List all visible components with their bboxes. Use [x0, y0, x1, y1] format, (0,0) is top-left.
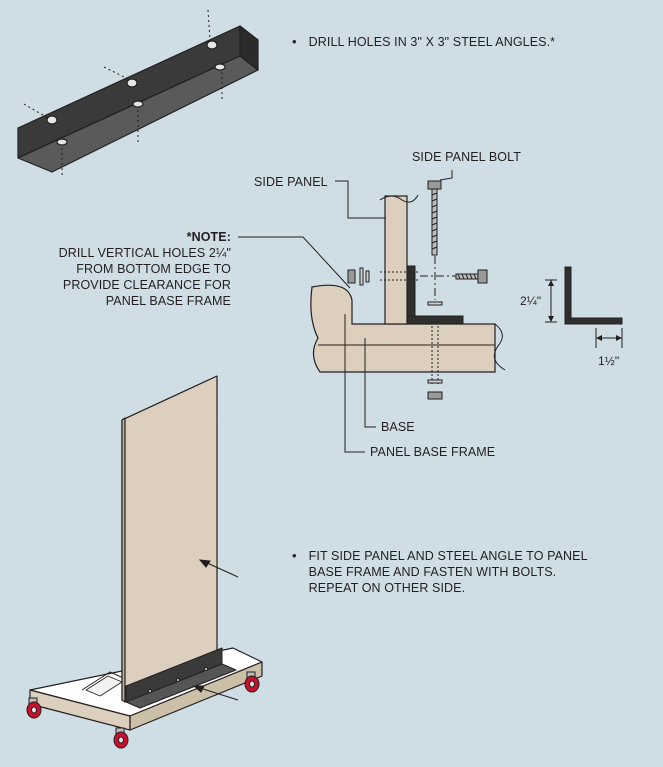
vertical-hole-lines — [380, 271, 439, 385]
angle-dimension-detail — [545, 266, 623, 348]
caster-wheel-icon — [26, 671, 260, 749]
steel-angle-mounted — [125, 647, 237, 709]
drill-hole — [214, 63, 226, 71]
side-panel-large — [121, 375, 218, 703]
side-panel-bolt-icon — [427, 180, 442, 256]
bullet-icon: • — [292, 548, 297, 563]
step-1-instruction: • DRILL HOLES IN 3" X 3" STEEL ANGLES.* — [292, 34, 555, 50]
dimension-width: 1½" — [598, 354, 620, 368]
base-cross-section — [310, 284, 506, 373]
drill-guide-lines — [23, 9, 223, 178]
label-side-panel-bolt: SIDE PANEL BOLT — [412, 150, 521, 164]
drill-hole — [126, 78, 138, 88]
note-title: *NOTE: — [186, 230, 231, 244]
drill-hole — [206, 40, 218, 50]
drill-hole — [46, 115, 58, 125]
steel-angle-section — [406, 265, 464, 325]
bolt-nut-washer-icon — [347, 267, 443, 400]
label-base: BASE — [381, 420, 415, 434]
note-line: PROVIDE CLEARANCE FOR — [62, 278, 231, 292]
note-line: PANEL BASE FRAME — [105, 294, 231, 308]
side-panel-section — [379, 194, 419, 325]
drilling-note: *NOTE: DRILL VERTICAL HOLES 2¼" FROM BOT… — [59, 229, 231, 309]
drill-hole — [56, 138, 68, 146]
step-2-line: BASE FRAME AND FASTEN WITH BOLTS. — [308, 565, 557, 579]
dimension-height: 2¼" — [520, 294, 542, 308]
steel-angle-drilled — [17, 25, 259, 173]
note-line: DRILL VERTICAL HOLES 2¼" — [58, 246, 231, 260]
bullet-icon: • — [292, 34, 297, 49]
step-1-text: DRILL HOLES IN 3" X 3" STEEL ANGLES.* — [308, 35, 556, 49]
step-2-line: FIT SIDE PANEL AND STEEL ANGLE TO PANEL — [308, 549, 588, 563]
pointer-arrow-icon — [192, 559, 239, 701]
step-2-instruction: • FIT SIDE PANEL AND STEEL ANGLE TO PANE… — [292, 548, 588, 596]
note-line: FROM BOTTOM EDGE TO — [76, 262, 231, 276]
label-side-panel: SIDE PANEL — [254, 175, 328, 189]
label-leaders — [238, 170, 453, 453]
horizontal-bolt-icon — [455, 269, 488, 284]
step-2-line: REPEAT ON OTHER SIDE. — [308, 581, 466, 595]
drill-hole — [132, 100, 144, 108]
centerline-cross — [420, 256, 460, 300]
label-panel-base-frame: PANEL BASE FRAME — [370, 445, 496, 459]
